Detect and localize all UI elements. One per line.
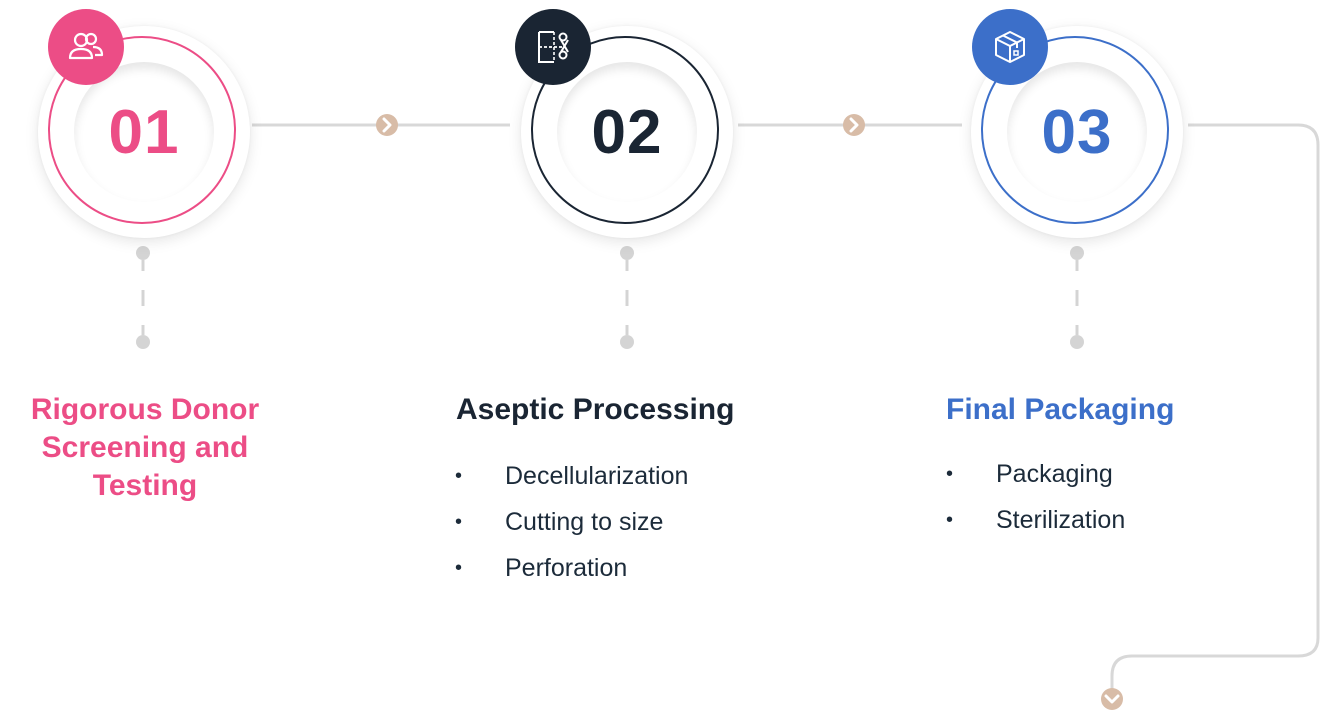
step-3-number: 03 [1041,97,1113,167]
step-1-inner-circle: 01 [74,62,214,202]
step-3-ring: 03 [981,36,1169,224]
arrow-right-icon [376,114,398,136]
list-item: Cutting to size [455,499,688,545]
arrow-right-icon [843,114,865,136]
step-1-badge [48,9,124,85]
step-2-bullets: Decellularization Cutting to size Perfor… [455,453,688,591]
vertical-connector-1 [136,246,150,349]
step-1-title: Rigorous Donor Screening and Testing [0,391,290,505]
package-box-icon [995,31,1025,63]
step-3-title: Final Packaging [946,391,1174,429]
list-item: Sterilization [946,497,1125,543]
step-2-title: Aseptic Processing [456,391,734,429]
step-1-title-line-2: Screening and [41,431,249,464]
step-3-bullets: Packaging Sterilization [946,451,1125,543]
step-1-title-line-1: Rigorous Donor [30,393,260,426]
step-2-inner-circle: 02 [557,62,697,202]
vertical-connector-3 [1070,246,1084,349]
step-2-badge [515,9,591,85]
list-item: Perforation [455,545,688,591]
step-2-title-line-1: Aseptic Processing [456,393,735,426]
step-1-number: 01 [108,97,180,167]
step-3-title-line-1: Final Packaging [946,393,1175,426]
arrow-down-icon [1101,688,1123,710]
step-1-title-line-3: Testing [92,469,198,502]
step-2-number: 02 [591,97,663,167]
connector-return [1110,123,1320,700]
users-icon [68,32,104,60]
scissors-cut-icon [538,31,569,63]
list-item: Decellularization [455,453,688,499]
step-3-inner-circle: 03 [1007,62,1147,202]
step-3-badge [972,9,1048,85]
list-item: Packaging [946,451,1125,497]
vertical-connector-2 [620,246,634,349]
